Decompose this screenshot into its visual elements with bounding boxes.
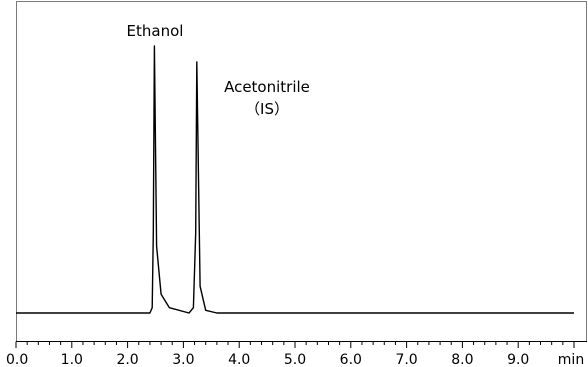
x-tick-label: 0.0 (6, 352, 28, 367)
plot-frame (16, 1, 587, 342)
peak-label-acetonitrile: Acetonitrile (224, 78, 310, 96)
x-tick-label: 1.0 (61, 352, 83, 367)
x-tick-label: 8.0 (451, 352, 473, 367)
peak-label-internal-standard: （IS） (245, 100, 289, 118)
x-axis-unit-label: min (558, 352, 584, 367)
x-axis-ticks (15, 341, 575, 348)
x-tick-label: 7.0 (395, 352, 417, 367)
x-tick-label: 4.0 (228, 352, 250, 367)
x-tick-label: 9.0 (507, 352, 529, 367)
chromatogram-trace (16, 45, 574, 314)
x-axis-tick-labels: 0.0 1.0 2.0 3.0 4.0 5.0 6.0 7.0 8.0 9.0 (6, 352, 529, 367)
x-tick-label: 3.0 (172, 352, 194, 367)
x-tick-label: 2.0 (116, 352, 138, 367)
x-tick-label: 6.0 (340, 352, 362, 367)
x-tick-label: 5.0 (284, 352, 306, 367)
peak-label-ethanol: Ethanol (127, 22, 184, 40)
